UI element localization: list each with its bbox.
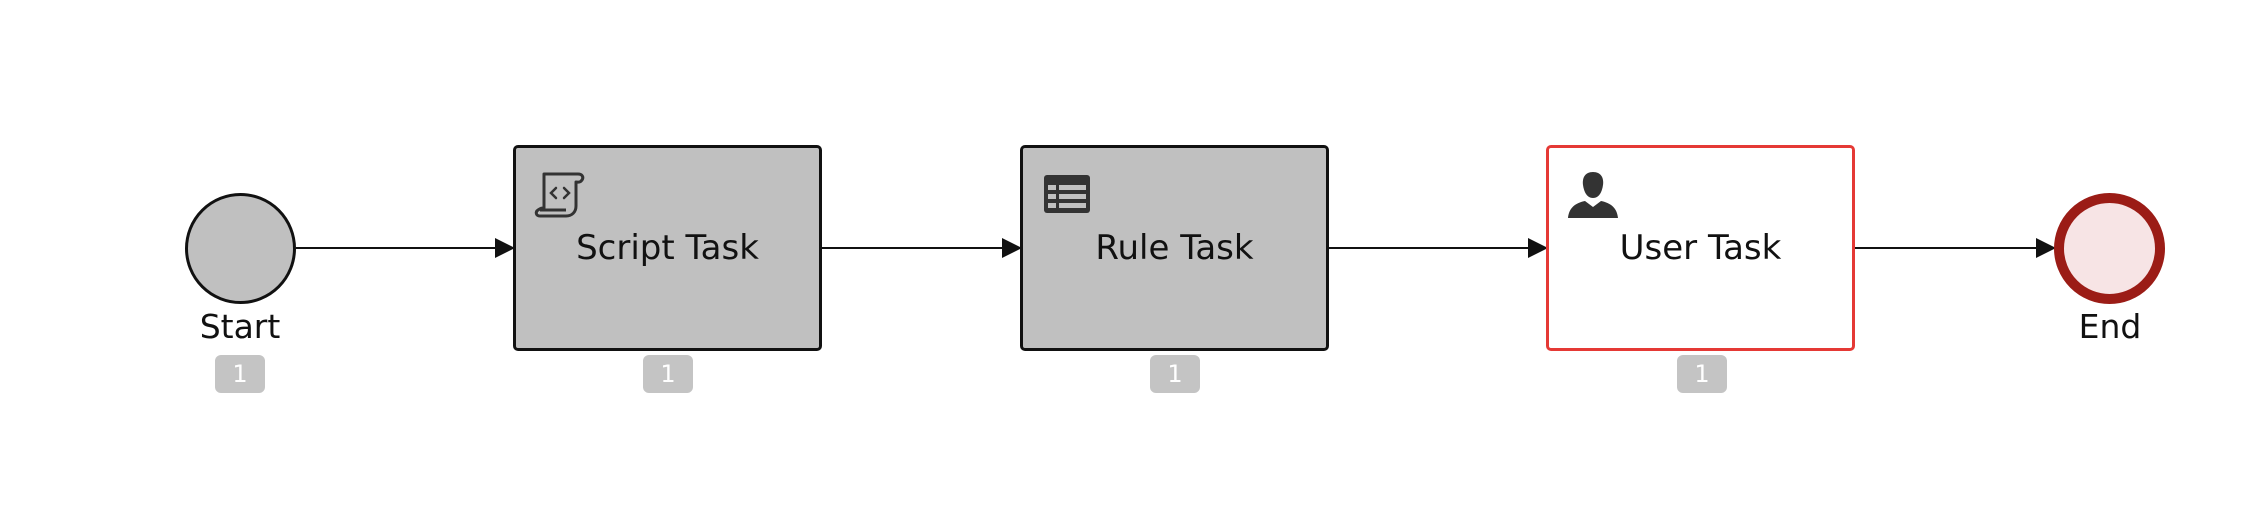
script-task[interactable]: Script Task bbox=[513, 145, 822, 351]
start-event-badge: 1 bbox=[215, 355, 265, 393]
script-icon bbox=[534, 172, 585, 218]
user-task-label: User Task bbox=[1619, 228, 1782, 268]
script-task-badge: 1 bbox=[643, 355, 693, 393]
user-task-badge: 1 bbox=[1677, 355, 1727, 393]
script-task-label: Script Task bbox=[576, 228, 759, 268]
end-event[interactable] bbox=[2054, 193, 2165, 304]
rule-task[interactable]: Rule Task bbox=[1020, 145, 1329, 351]
user-task[interactable]: User Task bbox=[1546, 145, 1855, 351]
rule-task-badge: 1 bbox=[1150, 355, 1200, 393]
start-event[interactable] bbox=[185, 193, 296, 304]
rule-task-label: Rule Task bbox=[1095, 228, 1254, 268]
start-event-label: Start bbox=[199, 307, 281, 346]
user-icon bbox=[1568, 172, 1618, 218]
table-icon bbox=[1044, 175, 1090, 213]
end-event-label: End bbox=[2078, 307, 2142, 346]
